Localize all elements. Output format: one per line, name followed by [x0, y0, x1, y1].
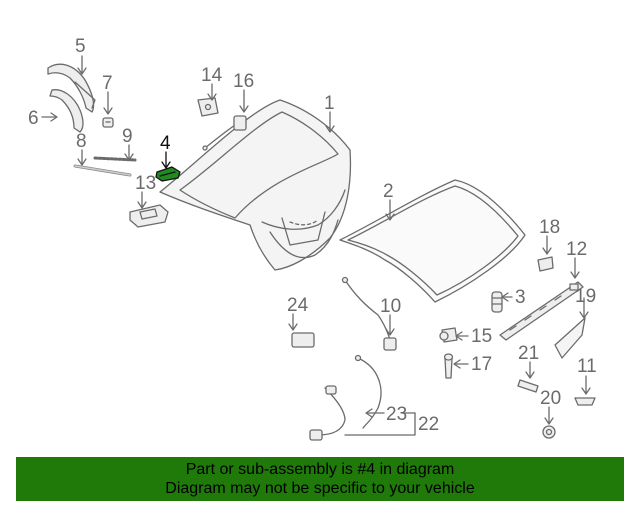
callout-10: 10	[380, 296, 401, 317]
part-hinge-arm[interactable]	[47, 63, 96, 133]
callout-6: 6	[28, 108, 39, 129]
callout-9: 9	[122, 126, 133, 147]
callout-16: 16	[233, 71, 254, 92]
part-gas-strut[interactable]	[73, 164, 132, 177]
part-cable-10[interactable]	[341, 276, 397, 351]
callout-21: 21	[518, 343, 539, 364]
part-plug[interactable]	[517, 379, 539, 393]
part-lamp-socket[interactable]	[439, 327, 458, 343]
info-banner: Part or sub-assembly is #4 in diagram Di…	[16, 457, 624, 501]
callout-12: 12	[566, 239, 587, 260]
part-hinge-plate[interactable]	[197, 97, 219, 117]
callout-1: 1	[324, 93, 335, 114]
part-box[interactable]	[291, 332, 315, 348]
callout-8: 8	[76, 131, 87, 152]
part-grommet[interactable]	[542, 425, 556, 439]
part-clip-18[interactable]	[537, 256, 554, 272]
callout-7: 7	[102, 73, 113, 94]
callout-23: 23	[386, 404, 407, 425]
callout-24: 24	[287, 295, 309, 316]
callout-22: 22	[418, 414, 439, 435]
callout-20: 20	[540, 388, 561, 409]
callout-15: 15	[471, 326, 492, 347]
callout-2: 2	[383, 181, 394, 202]
banner-line-2: Diagram may not be specific to your vehi…	[165, 480, 475, 497]
part-lock-bracket[interactable]	[129, 204, 169, 228]
part-light-strip[interactable]	[499, 281, 584, 341]
part-4-latch[interactable]	[155, 166, 181, 182]
part-trim-panel[interactable]	[554, 317, 586, 359]
part-wiring-harness[interactable]	[309, 354, 382, 441]
part-bolt[interactable]	[102, 117, 114, 128]
part-seal[interactable]	[339, 179, 526, 303]
banner-line-1: Part or sub-assembly is #4 in diagram	[185, 461, 455, 478]
callout-11: 11	[577, 356, 597, 377]
callout-4-highlighted: 4	[160, 133, 171, 154]
callout-labels: 5 6 7 8 9 4 13 14 16 1 2 18 12 3 19 24 1…	[28, 36, 597, 435]
callout-3: 3	[515, 287, 526, 308]
callout-13: 13	[135, 173, 156, 194]
leader-lines	[41, 55, 591, 436]
parts-diagram: 5 6 7 8 9 4 13 14 16 1 2 18 12 3 19 24 1…	[28, 36, 597, 441]
callout-18: 18	[539, 217, 560, 238]
part-trunk-lid[interactable]	[159, 99, 352, 271]
callout-17: 17	[471, 354, 492, 375]
callout-19: 19	[575, 286, 596, 307]
part-clip-11[interactable]	[574, 397, 596, 406]
part-cable-16[interactable]	[202, 115, 247, 151]
callout-14: 14	[201, 65, 223, 86]
part-bulb[interactable]	[443, 353, 454, 379]
part-bump-stop[interactable]	[491, 291, 503, 313]
callout-5: 5	[75, 36, 86, 57]
